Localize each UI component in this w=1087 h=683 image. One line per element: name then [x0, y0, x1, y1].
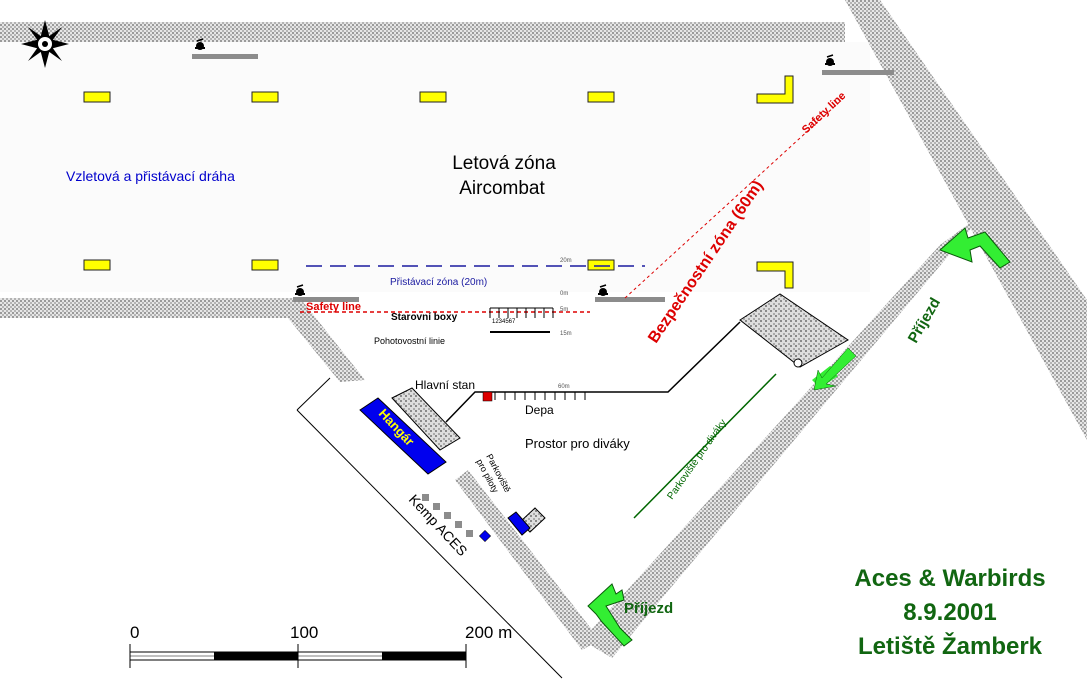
runway-marker-corner: [756, 75, 794, 104]
safety-line-label-left: Safety line: [306, 301, 361, 313]
pits-label: Depa: [525, 403, 554, 417]
approach-label-top: Příjezd: [905, 295, 944, 346]
pits-fence: [445, 321, 741, 423]
runway-marker: [251, 91, 279, 103]
spectator-parking-line: [633, 373, 777, 519]
scale-label-0: 0: [130, 623, 139, 642]
approach-arrow-bottom: [587, 583, 633, 647]
road-top: [0, 22, 845, 42]
gate-circle: [793, 358, 803, 368]
runway-markers: [83, 75, 794, 289]
camp-tents: [422, 494, 473, 537]
runway-label: Vzletová a přistávací dráha: [66, 168, 235, 184]
approach-label-bottom: Příjezd: [624, 600, 673, 617]
standby-line-label: Pohotovostní linie: [374, 336, 445, 346]
spectators-label: Prostor pro diváky: [525, 436, 630, 451]
event-name: Aces & Warbirds: [854, 565, 1045, 592]
event-place: Letiště Žamberk: [858, 632, 1043, 660]
mark-5m: 5m: [560, 307, 568, 313]
runway-marker: [83, 91, 111, 103]
runway-marker: [587, 259, 615, 271]
runway-marker: [587, 91, 615, 103]
fire-extinguisher-icon: [598, 284, 608, 296]
flight-zone-label-1: Letová zóna: [452, 153, 556, 174]
runway-marker: [83, 259, 111, 271]
landing-zone-label: Přistávací zóna (20m): [390, 277, 487, 288]
camp-border-west: [296, 409, 563, 679]
gate-arrow: [812, 347, 857, 391]
fire-extinguisher-icon: [825, 54, 835, 66]
road-camp: [455, 470, 600, 650]
hangar-building: [359, 397, 447, 475]
road-east: [845, 0, 1087, 440]
fire-extinguisher-icon: [195, 38, 205, 50]
fire-extinguisher-icon: [295, 284, 305, 296]
scale-label-100: 100: [290, 623, 318, 642]
runway-surface: [0, 42, 870, 292]
small-blue-building: [507, 511, 531, 536]
mark-0m: 0m: [560, 291, 568, 297]
flight-zone-label-2: Aircombat: [459, 178, 545, 199]
mark-15m: 15m: [560, 331, 572, 337]
event-date: 8.9.2001: [903, 599, 996, 626]
hangar-roof: [391, 387, 461, 451]
building-east: [739, 293, 849, 368]
compass-rose-icon: [21, 20, 69, 68]
road-approach: [582, 212, 985, 658]
box-numbers: 1234567: [492, 319, 516, 325]
scale-label-200: 200 m: [465, 623, 512, 642]
mark-60m: 60m: [558, 384, 570, 390]
grey-bars: [192, 54, 894, 302]
main-tent-label: Hlavní stan: [415, 378, 475, 392]
mark-20m: 20m: [560, 258, 572, 264]
camp-border-north: [296, 377, 331, 411]
main-tent-marker: [482, 391, 493, 402]
start-boxes-label: Starovní boxy: [391, 312, 458, 323]
road-west-link: [0, 298, 365, 382]
runway-marker: [419, 91, 447, 103]
small-blue-square: [478, 529, 492, 543]
start-boxes: [489, 307, 554, 318]
scale-bar: [129, 644, 467, 668]
pits-boxes: [494, 391, 586, 400]
safety-line-diagonal: [624, 95, 847, 299]
approach-arrow-top: [939, 227, 1011, 269]
runway-marker-corner: [756, 261, 794, 289]
runway-marker: [251, 259, 279, 271]
